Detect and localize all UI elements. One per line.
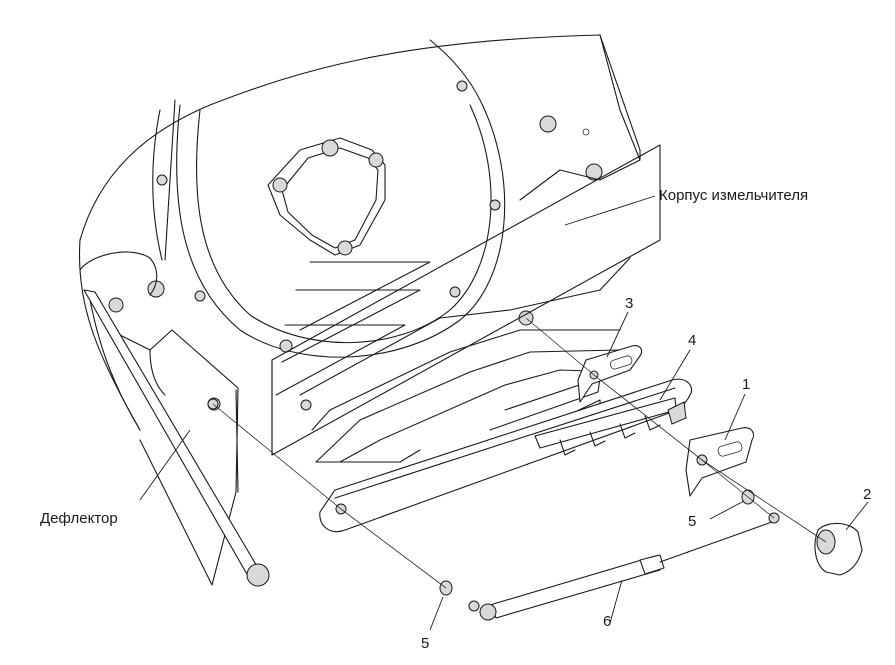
callout-4: 4 [688, 332, 697, 349]
housing-label: Корпус измельчителя [659, 187, 809, 204]
plate-part-3 [577, 345, 643, 403]
deflector-label: Дефлектор [40, 510, 118, 527]
knob-part-2 [814, 522, 863, 576]
deflector [79, 251, 270, 587]
callout-2: 2 [863, 486, 872, 503]
callout-5-right: 5 [688, 513, 697, 530]
callout-1: 1 [742, 376, 751, 393]
assembly-lines [212, 317, 827, 589]
callout-6: 6 [603, 613, 612, 630]
callout-3: 3 [625, 295, 634, 312]
bar-part-4 [319, 378, 693, 533]
plate-part-1 [685, 427, 755, 497]
gas-strut-part-6 [468, 512, 780, 621]
leader-lines [139, 195, 869, 631]
callout-5-bottom: 5 [421, 635, 430, 652]
